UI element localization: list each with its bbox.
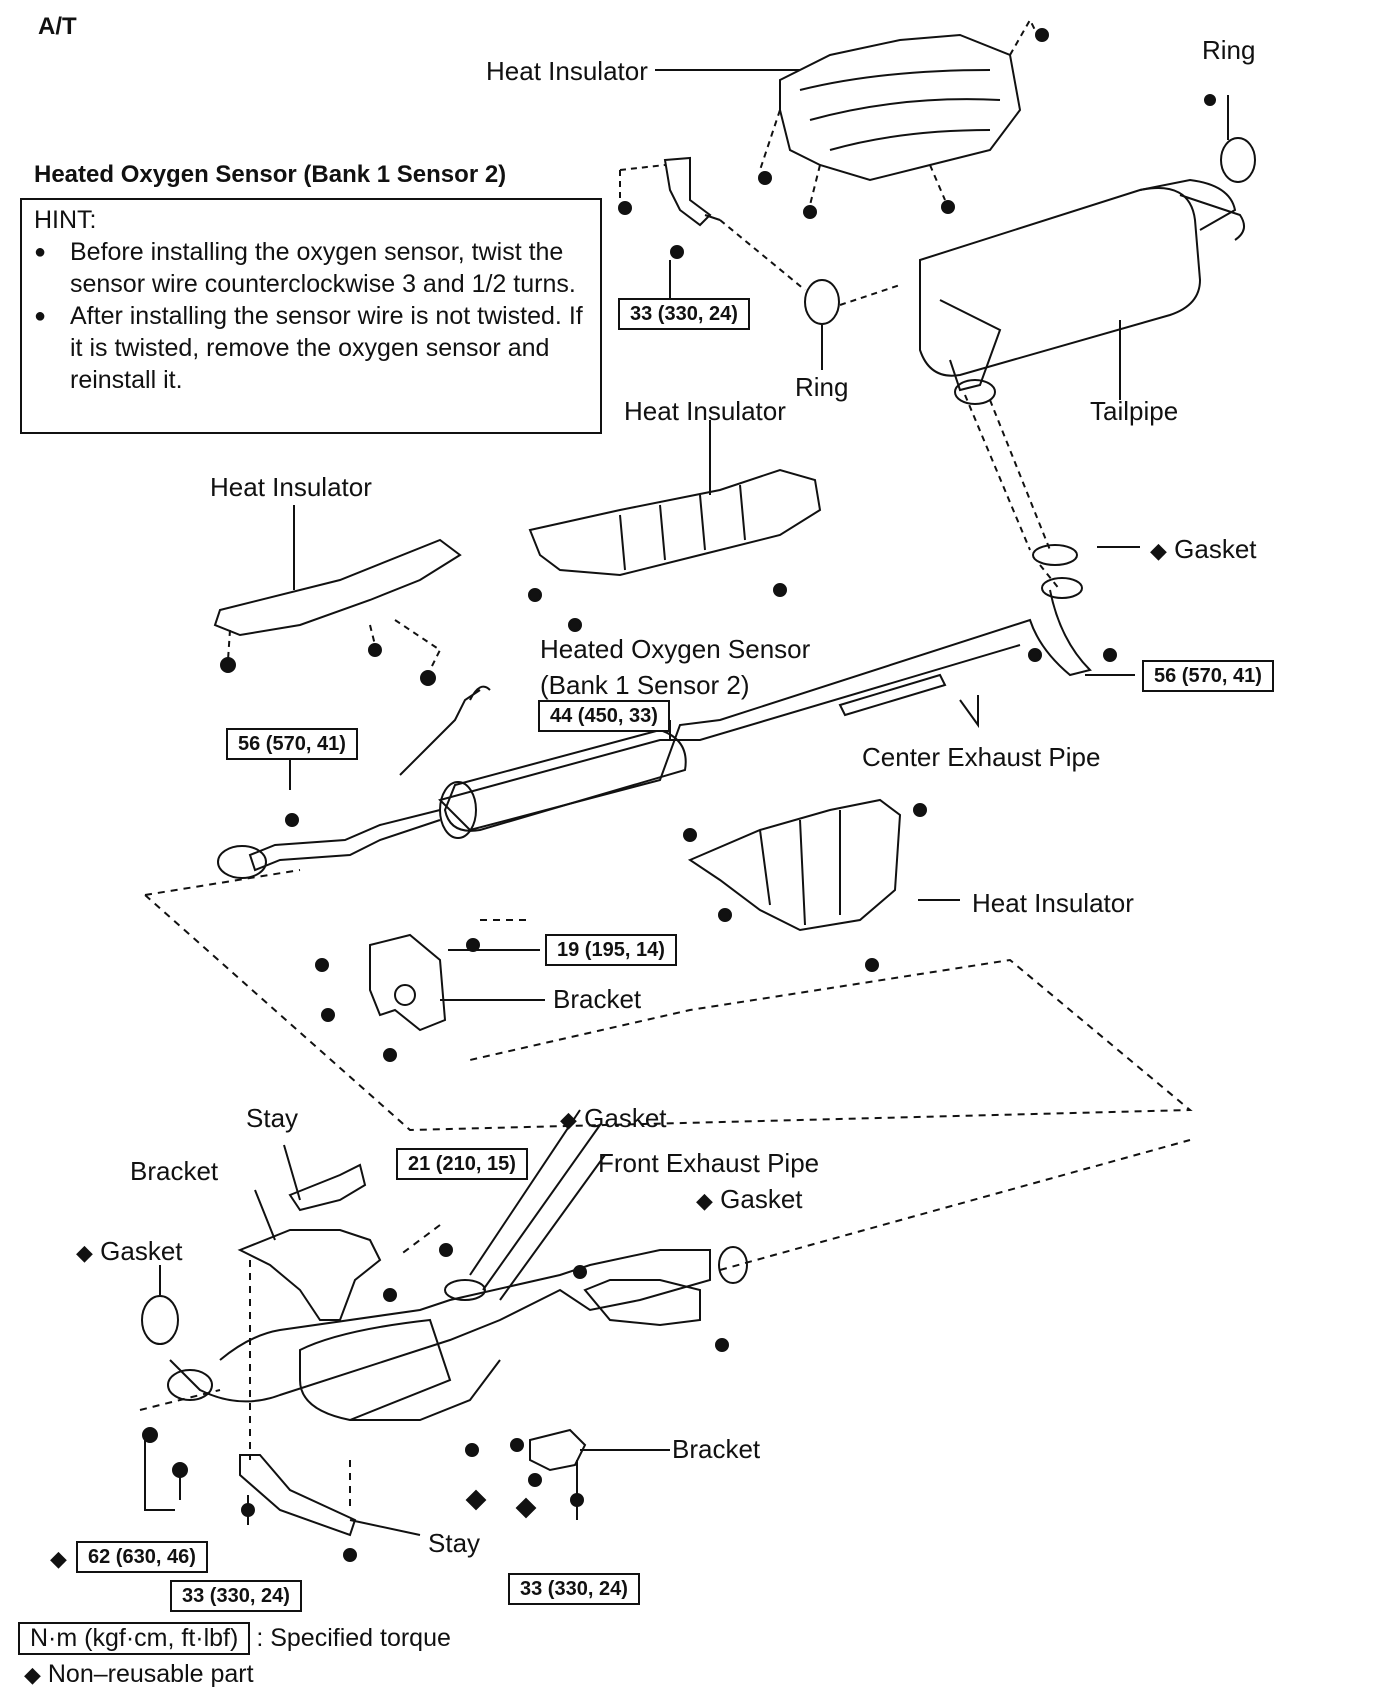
label-stay-top: Stay <box>246 1103 299 1133</box>
torque-spec: 56 (570, 41) <box>226 728 358 760</box>
hint-item: Before installing the oxygen sensor, twi… <box>34 236 588 300</box>
label-ring-mid: Ring <box>795 372 849 402</box>
torque-spec: 21 (210, 15) <box>396 1148 528 1180</box>
diamond-icon: ◆ <box>560 1107 577 1132</box>
gasket-center-text: Gasket <box>584 1103 667 1133</box>
torque-spec: 33 (330, 24) <box>618 298 750 330</box>
gasket-center-part <box>444 1279 486 1301</box>
label-stay-bottom: Stay <box>428 1528 481 1558</box>
torque-spec: 33 (330, 24) <box>508 1573 640 1605</box>
torque-spec: 19 (195, 14) <box>545 934 677 966</box>
label-tailpipe: Tailpipe <box>1090 396 1179 426</box>
diamond-icon <box>465 1489 487 1511</box>
label-bracket-front: Bracket <box>672 1434 761 1464</box>
torque-spec: 44 (450, 33) <box>538 700 670 732</box>
label-sensor-line2: (Bank 1 Sensor 2) <box>540 670 750 700</box>
label-bracket-left: Bracket <box>130 1156 219 1186</box>
diamond-icon: ◆ <box>24 1662 41 1687</box>
bracket-mid-part <box>369 933 447 1032</box>
diamond-icon: ◆ <box>76 1240 93 1265</box>
diamond-icon: ◆ <box>1150 538 1167 563</box>
legend-unit-desc: : Specified torque <box>256 1624 451 1652</box>
gasket-left-text: Gasket <box>100 1236 183 1266</box>
label-gasket-center: ◆ Gasket <box>560 1103 667 1135</box>
label-heat-insulator-top: Heat Insulator <box>486 56 648 86</box>
label-gasket-left: ◆ Gasket <box>76 1236 183 1268</box>
label-gasket-front-right: ◆ Gasket <box>696 1184 803 1216</box>
torque-spec: 56 (570, 41) <box>1142 660 1274 692</box>
hint-title: HINT: <box>34 206 97 234</box>
diamond-icon: ◆ <box>696 1188 713 1213</box>
diamond-icon: ◆ <box>50 1546 67 1571</box>
legend-unit-box: N·m (kgf·cm, ft·lbf) <box>18 1622 251 1655</box>
torque-spec: 33 (330, 24) <box>170 1580 302 1612</box>
label-heat-insulator-mid: Heat Insulator <box>624 396 786 426</box>
label-heat-insulator-right: Heat Insulator <box>972 888 1134 918</box>
stay-bottom-part <box>239 1454 357 1537</box>
ring-mid-part <box>804 279 840 325</box>
label-center-exhaust-pipe: Center Exhaust Pipe <box>862 742 1101 772</box>
label-heat-insulator-left: Heat Insulator <box>210 472 372 502</box>
bracket-left-part <box>237 1229 382 1321</box>
legend-torque: N·m (kgf·cm, ft·lbf): Specified torque <box>18 1622 451 1655</box>
hint-item: After installing the sensor wire is not … <box>34 300 588 396</box>
label-ring-top: Ring <box>1202 35 1256 65</box>
gasket-front-right-text: Gasket <box>720 1184 803 1214</box>
ring-top-part <box>1220 137 1256 183</box>
gasket-right-part <box>1032 544 1078 566</box>
label-gasket-right: ◆ Gasket <box>1150 534 1257 566</box>
front-exhaust-pipe-part <box>169 1249 711 1403</box>
heat-insulator-mid-part <box>528 468 822 577</box>
transmission-tag: A/T <box>38 13 77 40</box>
center-exhaust-pipe-part <box>438 589 1092 832</box>
sensor-section-title: Heated Oxygen Sensor (Bank 1 Sensor 2) <box>34 161 507 188</box>
gasket-right-text: Gasket <box>1174 534 1257 564</box>
heat-insulator-top-part <box>779 33 1022 182</box>
label-bracket-mid: Bracket <box>553 984 642 1014</box>
heat-insulator-right-part <box>687 798 902 932</box>
label-front-exhaust-pipe: Front Exhaust Pipe <box>598 1148 820 1178</box>
tailpipe-muffler <box>919 187 1202 377</box>
legend-nonreusable-text: Non–reusable part <box>47 1660 254 1688</box>
diamond-icon <box>515 1497 537 1519</box>
hint-box: HINT: Before installing the oxygen senso… <box>20 198 602 434</box>
heat-insulator-left-part <box>213 538 462 637</box>
torque-spec: 62 (630, 46) <box>76 1541 208 1573</box>
gasket-front-right-part <box>718 1246 748 1284</box>
stay-top-part <box>288 1163 367 1212</box>
bracket-front-part <box>529 1428 587 1472</box>
gasket-left-part <box>141 1295 179 1345</box>
legend-nonreusable: ◆ Non–reusable part <box>24 1660 254 1689</box>
label-sensor-line1: Heated Oxygen Sensor <box>540 634 811 664</box>
